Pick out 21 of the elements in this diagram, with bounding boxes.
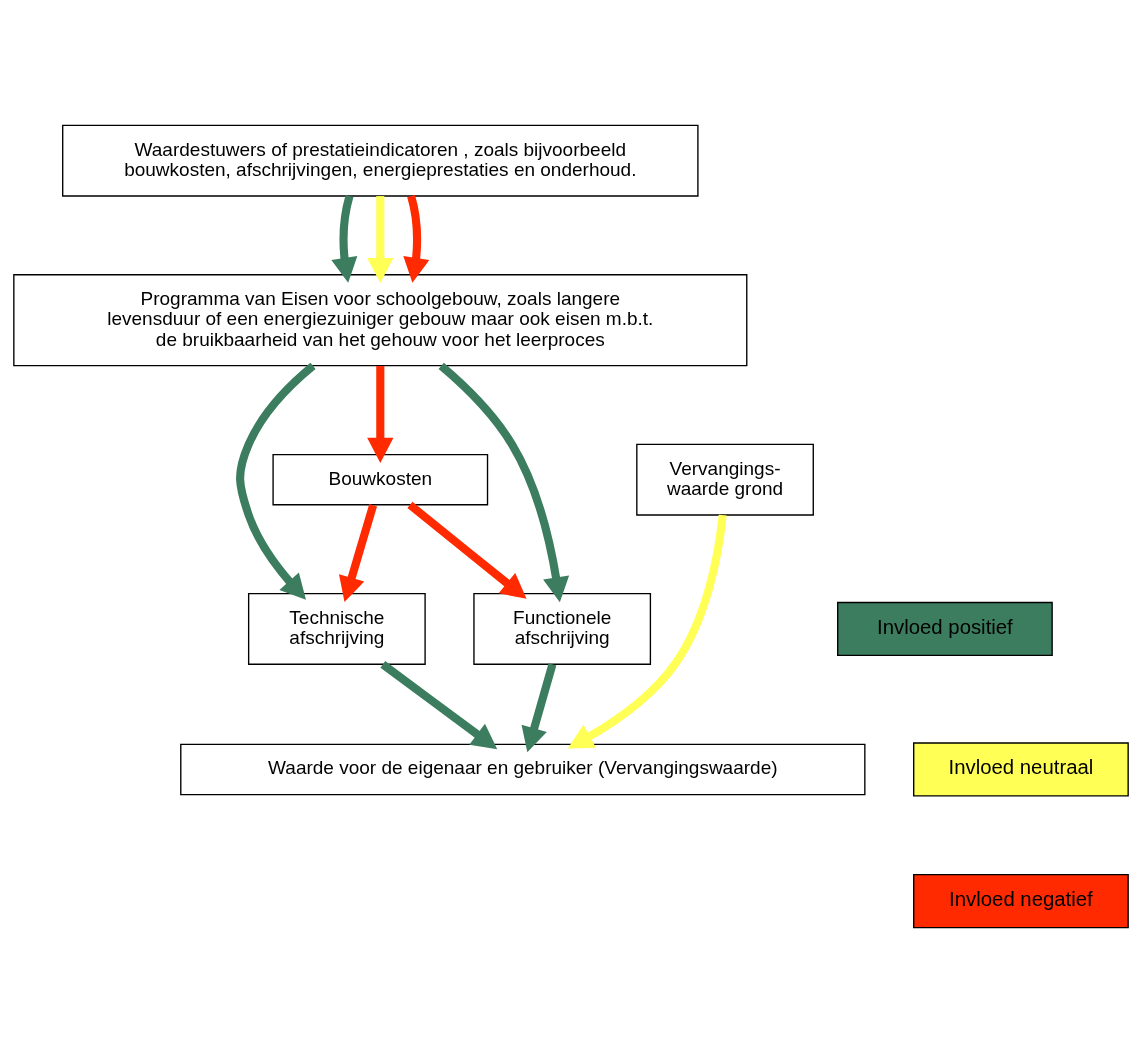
arrow [407,501,527,599]
legend-label: Invloed positief [877,615,1013,638]
legend-label: Invloed neutraal [948,755,1094,778]
node-box: Waarde voor de eigenaar en gebruiker (Vervangingswaarde) [180,743,866,795]
node-box: Bouwkosten [272,453,489,505]
legend-label: Invloed negatief [949,887,1093,910]
arrow [339,503,378,602]
arrow [403,194,430,283]
arrow [438,362,570,602]
node-box: Vervangings- waarde grond [636,443,814,516]
node-box: Functionele afschrijving [473,592,652,665]
arrow [331,194,358,283]
node-box: Waardestuwers of prestatieindicatoren , zoals bijvoorbeeld bouwkosten, afschrijvingen, energieprestaties en onderhoud. [62,124,699,197]
arrow [567,514,727,748]
arrow [236,362,316,600]
arrow [367,365,394,463]
node-box: Technische afschrijving [247,592,426,665]
arrow [380,660,498,749]
arrow [521,662,557,752]
node-box: Programma van Eisen voor schoolgebouw, zoals langere levensduur of een energiezuiniger gebouw maar ook eisen m.b.t. de bruikbaarheid van het gehouw voor het leerproces [13,273,748,366]
arrow [367,195,394,283]
